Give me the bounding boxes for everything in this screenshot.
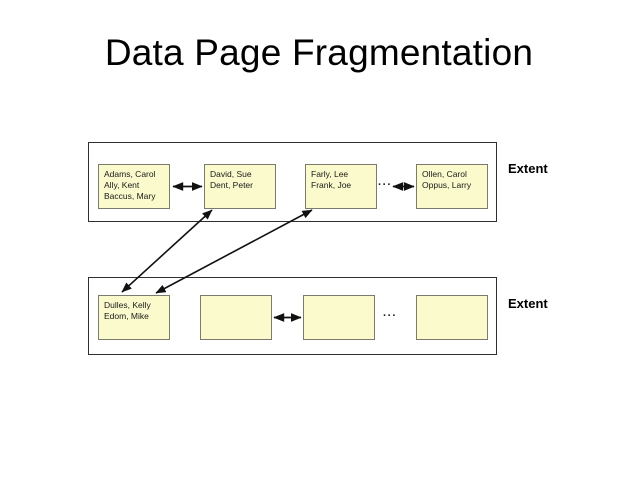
data-page[interactable]: Dulles, Kelly Edom, Mike: [98, 295, 170, 340]
page-row: Dent, Peter: [210, 180, 253, 191]
ellipsis-indicator: ···: [378, 179, 392, 191]
data-page-empty[interactable]: [303, 295, 375, 340]
page-row: Farly, Lee: [311, 169, 349, 179]
ellipsis-indicator: ···: [383, 310, 397, 322]
page-row: Ally, Kent: [104, 180, 140, 191]
page-row: Ollen, Carol: [422, 169, 467, 179]
page-row: Edom, Mike: [104, 311, 149, 322]
page-row: Dulles, Kelly: [104, 300, 151, 310]
data-page[interactable]: Ollen, Carol Oppus, Larry: [416, 164, 488, 209]
page-title: Data Page Fragmentation: [104, 32, 534, 73]
data-page[interactable]: Farly, Lee Frank, Joe: [305, 164, 377, 209]
page-row: Adams, Carol: [104, 169, 156, 179]
data-page[interactable]: David, Sue Dent, Peter: [204, 164, 276, 209]
page-row: Oppus, Larry: [422, 180, 472, 191]
page-row: Baccus, Mary: [104, 191, 156, 202]
data-page-empty[interactable]: [416, 295, 488, 340]
page-row: David, Sue: [210, 169, 252, 179]
data-page-empty[interactable]: [200, 295, 272, 340]
extent-label: Extent: [508, 296, 548, 311]
page-row: Frank, Joe: [311, 180, 352, 191]
extent-label: Extent: [508, 161, 548, 176]
data-page[interactable]: Adams, Carol Ally, Kent Baccus, Mary: [98, 164, 170, 209]
